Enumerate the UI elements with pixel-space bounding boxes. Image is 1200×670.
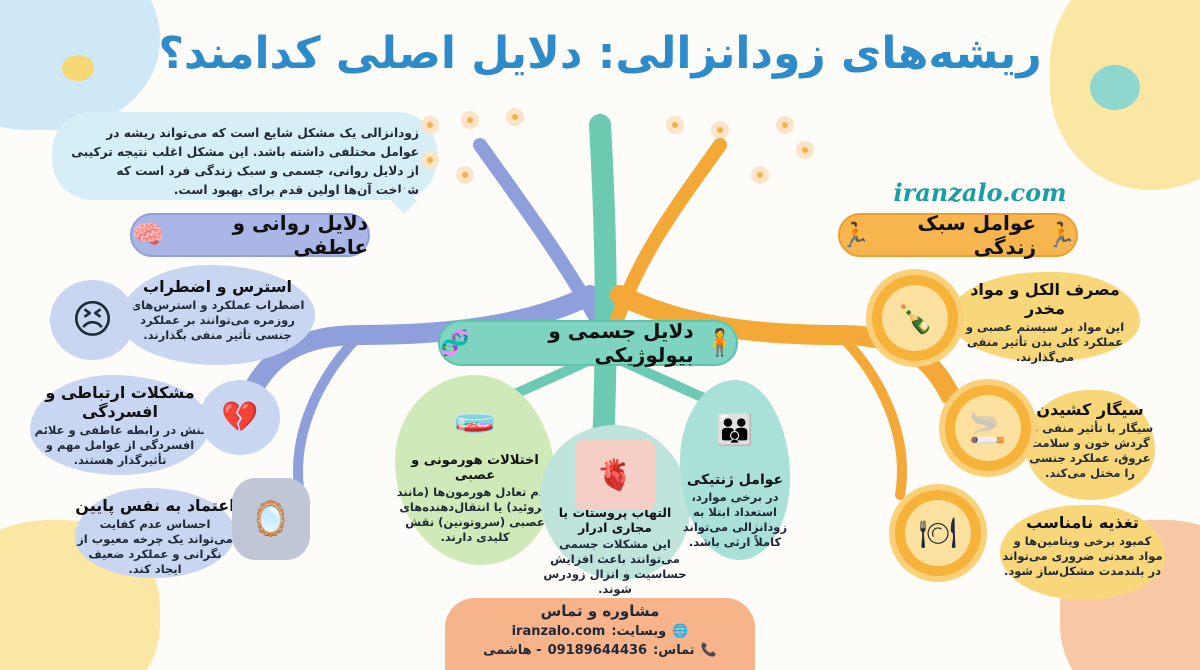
site-brand[interactable]: iranzalo.com xyxy=(893,178,1067,207)
dna-icon: 🧬 xyxy=(440,329,470,357)
phone-icon: 📞 xyxy=(700,643,717,658)
mirror-person-icon: 🪞 xyxy=(232,478,310,560)
card-text: در برخی موارد، استعداد ابتلا به زودانزال… xyxy=(682,490,788,549)
bottle-leaf-icon: 🍾 xyxy=(872,275,958,361)
person-body-icon: 🧍 xyxy=(703,328,736,358)
brain-icon: 🧠 xyxy=(132,220,165,250)
contact-heading: مشاوره و تماس xyxy=(540,602,660,620)
card-alcohol-drugs: مصرف الکل و مواد مخدر این مواد بر سیستم … xyxy=(950,272,1140,364)
card-text: تنش در رابطه عاطفی و علائم افسردگی از عو… xyxy=(34,423,206,467)
category-lifestyle-label: عوامل سبک زندگی xyxy=(917,211,1037,259)
card-text: اضطراب عملکرد و استرس‌های روزمره می‌توان… xyxy=(130,298,305,342)
page-title: ریشه‌های زودانزالی: دلایل اصلی کدامند؟ xyxy=(158,28,1042,79)
card-stress-anxiety: استرس و اضطراب اضطراب عملکرد و استرس‌های… xyxy=(120,265,315,365)
broken-heart-couple-icon: 💔 xyxy=(200,380,280,455)
category-biological[interactable]: 🧍 دلایل جسمی و بیولوژیکی 🧬 xyxy=(438,319,738,367)
food-plate-icon: 🍽 xyxy=(895,490,981,576)
card-poor-nutrition: تغذیه نامناسب کمبود برخی ویتامین‌ها و مو… xyxy=(1000,505,1165,600)
card-hormonal-neural: اختلالات هورمونی و عصبی عدم تعادل هورمون… xyxy=(395,375,555,565)
stressed-person-icon: 😣 xyxy=(50,280,135,360)
cigarette-icon: 🚬 xyxy=(945,385,1031,471)
decor-dot-teal xyxy=(1090,65,1140,110)
card-text: این مواد بر سیستم عصبی و عملکرد کلی بدن … xyxy=(965,320,1125,364)
card-title: اعتماد به نفس پایین xyxy=(75,496,235,515)
contact-website-row[interactable]: 🌐 وبسایت: iranzalo.com xyxy=(445,622,755,641)
card-text: عدم تعادل هورمون‌ها (مانند تیروئید) یا ا… xyxy=(396,485,554,544)
card-low-self-esteem: اعتماد به نفس پایین احساس عدم کفایت می‌ت… xyxy=(75,488,235,578)
category-lifestyle[interactable]: 🏃 عوامل سبک زندگی 🏃 xyxy=(838,211,1078,259)
runner-icon: 🏃 xyxy=(1046,221,1076,249)
decor-dot-yellow xyxy=(62,55,94,81)
contact-box: مشاوره و تماس 🌐 وبسایت: iranzalo.com 📞 ت… xyxy=(445,598,755,670)
anatomy-icon: 🫀 xyxy=(575,440,655,510)
family-tree-icon: 👪 xyxy=(716,412,754,448)
category-psychological[interactable]: دلایل روانی و عاطفی 🧠 xyxy=(130,211,370,259)
card-title: تغذیه نامناسب xyxy=(1026,513,1139,532)
card-title: عوامل ژنتیکی xyxy=(686,472,784,488)
card-text: سیگار با تأثیر منفی بر گردش خون و سلامت … xyxy=(1026,421,1154,480)
contact-phone-row[interactable]: 📞 تماس: 09189644436 - هاشمی xyxy=(445,641,755,660)
intro-text: زودانزالی یک مشکل شایع است که می‌تواند ر… xyxy=(52,112,437,200)
phone-label: تماس: xyxy=(653,643,695,658)
neuron-icon: 🧫 xyxy=(453,395,497,435)
card-title: مصرف الکل و مواد مخدر xyxy=(970,280,1120,318)
card-title: مشکلات ارتباطی و افسردگی xyxy=(45,383,195,421)
card-text: این مشکلات جسمی می‌توانند باعث افزایش حس… xyxy=(543,537,687,596)
category-psychological-label: دلایل روانی و عاطفی xyxy=(232,211,368,259)
website-link[interactable]: iranzalo.com xyxy=(511,624,606,639)
card-relationship-depression: مشکلات ارتباطی و افسردگی تنش در رابطه عا… xyxy=(30,375,210,475)
card-genetic: عوامل ژنتیکی در برخی موارد، استعداد ابتل… xyxy=(680,380,790,560)
card-text: کمبود برخی ویتامین‌ها و مواد معدنی ضروری… xyxy=(1002,534,1163,578)
card-title: استرس و اضطراب xyxy=(143,277,292,296)
category-biological-label: دلایل جسمی و بیولوژیکی xyxy=(548,319,694,367)
runner-icon: 🏃 xyxy=(840,221,870,249)
phone-number[interactable]: 09189644436 xyxy=(547,643,648,658)
card-title: سیگار کشیدن xyxy=(1036,400,1144,419)
card-smoking: سیگار کشیدن سیگار با تأثیر منفی بر گردش … xyxy=(1025,390,1155,500)
card-title: اختلالات هورمونی و عصبی xyxy=(411,453,539,483)
contact-name: - هاشمی xyxy=(483,643,542,658)
globe-icon: 🌐 xyxy=(672,624,689,639)
flowers-icon xyxy=(421,108,814,184)
website-label: وبسایت: xyxy=(611,624,667,639)
card-text: احساس عدم کفایت می‌تواند یک چرخه معیوب ا… xyxy=(77,517,233,576)
